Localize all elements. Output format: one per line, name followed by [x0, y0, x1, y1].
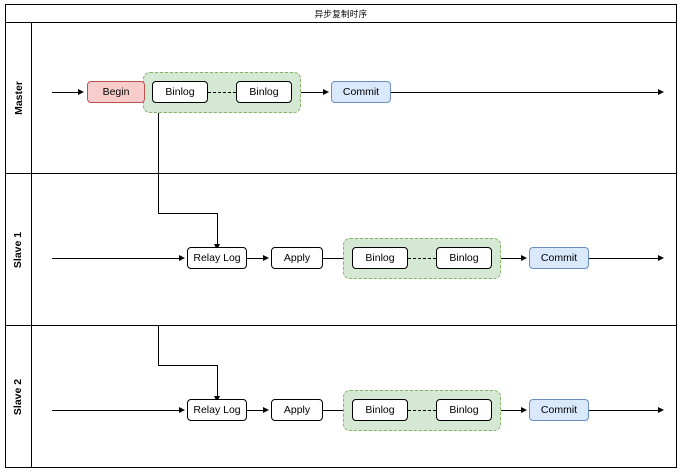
node-slave-1-binlog-1-label: Binlog — [365, 252, 395, 264]
connector-master-binlog-1-to-2 — [208, 92, 236, 93]
connector-slave-1-binlog-1-to-2 — [408, 258, 436, 259]
node-slave-1-relay-log[interactable]: Relay Log — [187, 247, 247, 269]
node-slave-1-commit-label: Commit — [540, 252, 578, 264]
lane-slave-2: Slave 2 Relay Log Apply — [6, 325, 676, 467]
node-master-begin[interactable]: Begin — [87, 81, 145, 103]
node-slave-2-binlog-1[interactable]: Binlog — [352, 399, 408, 421]
node-master-binlog-2[interactable]: Binlog — [236, 81, 292, 103]
arrowhead-slave-1-timeline-end — [658, 254, 664, 261]
lane-label-slave-2-text: Slave 2 — [12, 378, 25, 415]
connector-master-entry — [52, 92, 80, 93]
swimlane-pool: 异步复制时序 Master Begin Binlog — [5, 4, 677, 468]
node-slave-1-commit[interactable]: Commit — [529, 247, 589, 269]
connector-slave-1-entry — [52, 258, 181, 259]
lane-label-master: Master — [6, 23, 32, 173]
connector-slave-1-relay-to-apply — [247, 258, 265, 259]
node-master-commit[interactable]: Commit — [331, 81, 391, 103]
node-master-commit-label: Commit — [342, 86, 380, 98]
node-slave-2-apply-label: Apply — [283, 404, 311, 416]
arrowhead-slave-1-entry — [179, 254, 185, 261]
node-master-binlog-1[interactable]: Binlog — [152, 81, 208, 103]
connector-replication-trunk-slave-2 — [158, 326, 159, 366]
node-slave-2-binlog-1-label: Binlog — [365, 404, 395, 416]
connector-slave-2-timeline-tail — [589, 410, 661, 411]
arrowhead-slave-2-commit — [521, 406, 527, 413]
connector-replication-down-slave-2 — [217, 365, 218, 398]
connector-replication-branch-slave-1 — [158, 213, 218, 214]
node-slave-1-binlog-2[interactable]: Binlog — [436, 247, 492, 269]
lane-label-master-text: Master — [12, 81, 25, 115]
node-slave-2-apply[interactable]: Apply — [271, 399, 323, 421]
node-slave-1-apply-label: Apply — [283, 252, 311, 264]
lane-slave-1: Slave 1 Relay Log Apply — [6, 173, 676, 325]
arrowhead-slave-2-entry — [179, 406, 185, 413]
lane-body-master: Begin Binlog Binlog Commit — [32, 23, 676, 173]
diagram-title: 异步复制时序 — [6, 5, 676, 23]
node-slave-2-relay-log-label: Relay Log — [193, 404, 241, 416]
connector-slave-1-binlog-to-commit — [501, 258, 523, 259]
connector-master-replication-drop — [158, 113, 159, 173]
node-slave-2-binlog-2[interactable]: Binlog — [436, 399, 492, 421]
connector-replication-trunk-slave-1 — [158, 174, 159, 214]
connector-master-timeline-tail — [391, 92, 661, 93]
arrowhead-slave-1-apply — [263, 254, 269, 261]
connector-binlog-group-to-commit — [301, 92, 325, 93]
lane-body-slave-1: Relay Log Apply Binlog Binlog — [32, 174, 676, 325]
connector-replication-down-slave-1 — [217, 213, 218, 246]
node-slave-1-binlog-1[interactable]: Binlog — [352, 247, 408, 269]
arrowhead-master-commit — [323, 88, 329, 95]
connector-slave-2-apply-to-binlog — [323, 410, 345, 411]
arrowhead-slave-1-commit — [521, 254, 527, 261]
connector-slave-1-apply-to-binlog — [323, 258, 345, 259]
node-slave-1-binlog-2-label: Binlog — [449, 252, 479, 264]
node-slave-2-commit[interactable]: Commit — [529, 399, 589, 421]
lane-label-slave-1-text: Slave 1 — [12, 231, 25, 268]
connector-slave-1-timeline-tail — [589, 258, 661, 259]
connector-slave-2-binlog-to-commit — [501, 410, 523, 411]
lane-master: Master Begin Binlog Bi — [6, 23, 676, 173]
arrowhead-master-timeline-end — [658, 88, 664, 95]
lane-body-slave-2: Relay Log Apply Binlog Binlog — [32, 326, 676, 467]
arrowhead-slave-2-apply — [263, 406, 269, 413]
node-master-binlog-1-label: Binlog — [165, 86, 195, 98]
arrowhead-slave-2-timeline-end — [658, 406, 664, 413]
connector-slave-2-entry — [52, 410, 181, 411]
connector-slave-2-binlog-1-to-2 — [408, 410, 436, 411]
connector-replication-branch-slave-2 — [158, 365, 218, 366]
node-master-binlog-2-label: Binlog — [249, 86, 279, 98]
node-slave-1-relay-log-label: Relay Log — [193, 252, 241, 264]
connector-slave-2-relay-to-apply — [247, 410, 265, 411]
node-slave-2-binlog-2-label: Binlog — [449, 404, 479, 416]
arrowhead-master-entry — [78, 88, 84, 95]
node-master-begin-label: Begin — [102, 86, 130, 98]
node-slave-1-apply[interactable]: Apply — [271, 247, 323, 269]
node-slave-2-commit-label: Commit — [540, 404, 578, 416]
lane-label-slave-2: Slave 2 — [6, 326, 32, 467]
lane-label-slave-1: Slave 1 — [6, 174, 32, 325]
node-slave-2-relay-log[interactable]: Relay Log — [187, 399, 247, 421]
